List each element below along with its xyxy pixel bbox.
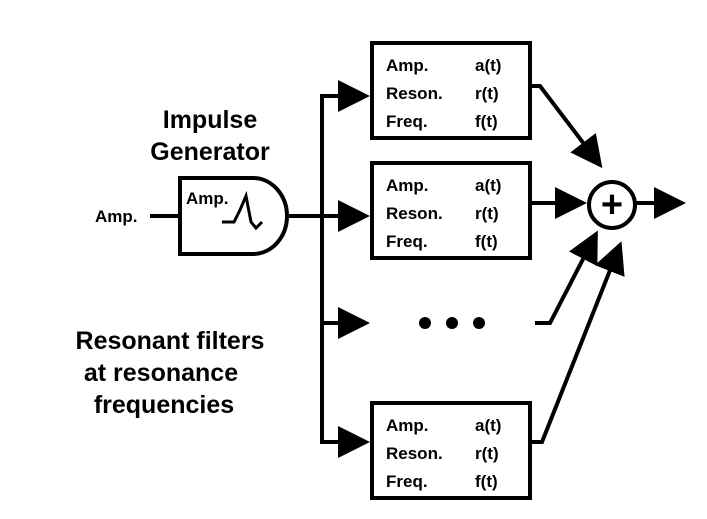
summing-junction xyxy=(587,180,637,230)
resonant-filter-1: Amp. a(t) Reson. r(t) Freq. f(t) xyxy=(370,41,532,140)
resonant-filter-n: Amp. a(t) Reson. r(t) Freq. f(t) xyxy=(370,401,532,500)
impulse-waveform-icon xyxy=(222,190,264,231)
filters-caption-line2: at resonance xyxy=(84,359,238,387)
filter-param-label: Amp. xyxy=(386,176,429,195)
filter-param-label: Amp. xyxy=(386,56,429,75)
filter-param-value: a(t) xyxy=(475,56,501,75)
filter-param-value: a(t) xyxy=(475,416,501,435)
generator-inner-amp-label: Amp. xyxy=(186,189,229,208)
impulse-generator-block xyxy=(178,176,289,256)
filter1-to-sum-arrow xyxy=(530,84,603,169)
filter-param-value: r(t) xyxy=(475,204,499,223)
filter-param-value: f(t) xyxy=(475,232,498,251)
filtern-to-sum-arrow xyxy=(530,241,625,444)
ellipsis-dots xyxy=(419,317,485,329)
filter-box xyxy=(370,41,532,140)
resonant-filter-2: Amp. a(t) Reson. r(t) Freq. f(t) xyxy=(370,161,532,260)
filter-param-label: Freq. xyxy=(386,232,428,251)
generator-title-line1: Impulse xyxy=(163,106,258,134)
filter-box xyxy=(370,401,532,500)
filter-param-label: Reson. xyxy=(386,444,443,463)
filter-param-label: Freq. xyxy=(386,472,428,491)
plus-icon: + xyxy=(601,184,623,226)
filters-caption-line1: Resonant filters xyxy=(76,327,265,355)
generator-title-line2: Generator xyxy=(150,138,270,166)
filter-param-label: Freq. xyxy=(386,112,428,131)
filter-param-value: r(t) xyxy=(475,444,499,463)
input-amp-label: Amp. xyxy=(95,207,138,226)
filter-param-label: Reson. xyxy=(386,84,443,103)
filter-param-value: r(t) xyxy=(475,84,499,103)
filter-param-value: f(t) xyxy=(475,472,498,491)
ellipsis-to-sum-arrow xyxy=(535,230,598,325)
filter-param-label: Amp. xyxy=(386,416,429,435)
filter-box xyxy=(370,161,532,260)
filter-param-value: f(t) xyxy=(475,112,498,131)
filters-caption-line3: frequencies xyxy=(94,391,234,419)
filter-param-label: Reson. xyxy=(386,204,443,223)
filter-param-value: a(t) xyxy=(475,176,501,195)
